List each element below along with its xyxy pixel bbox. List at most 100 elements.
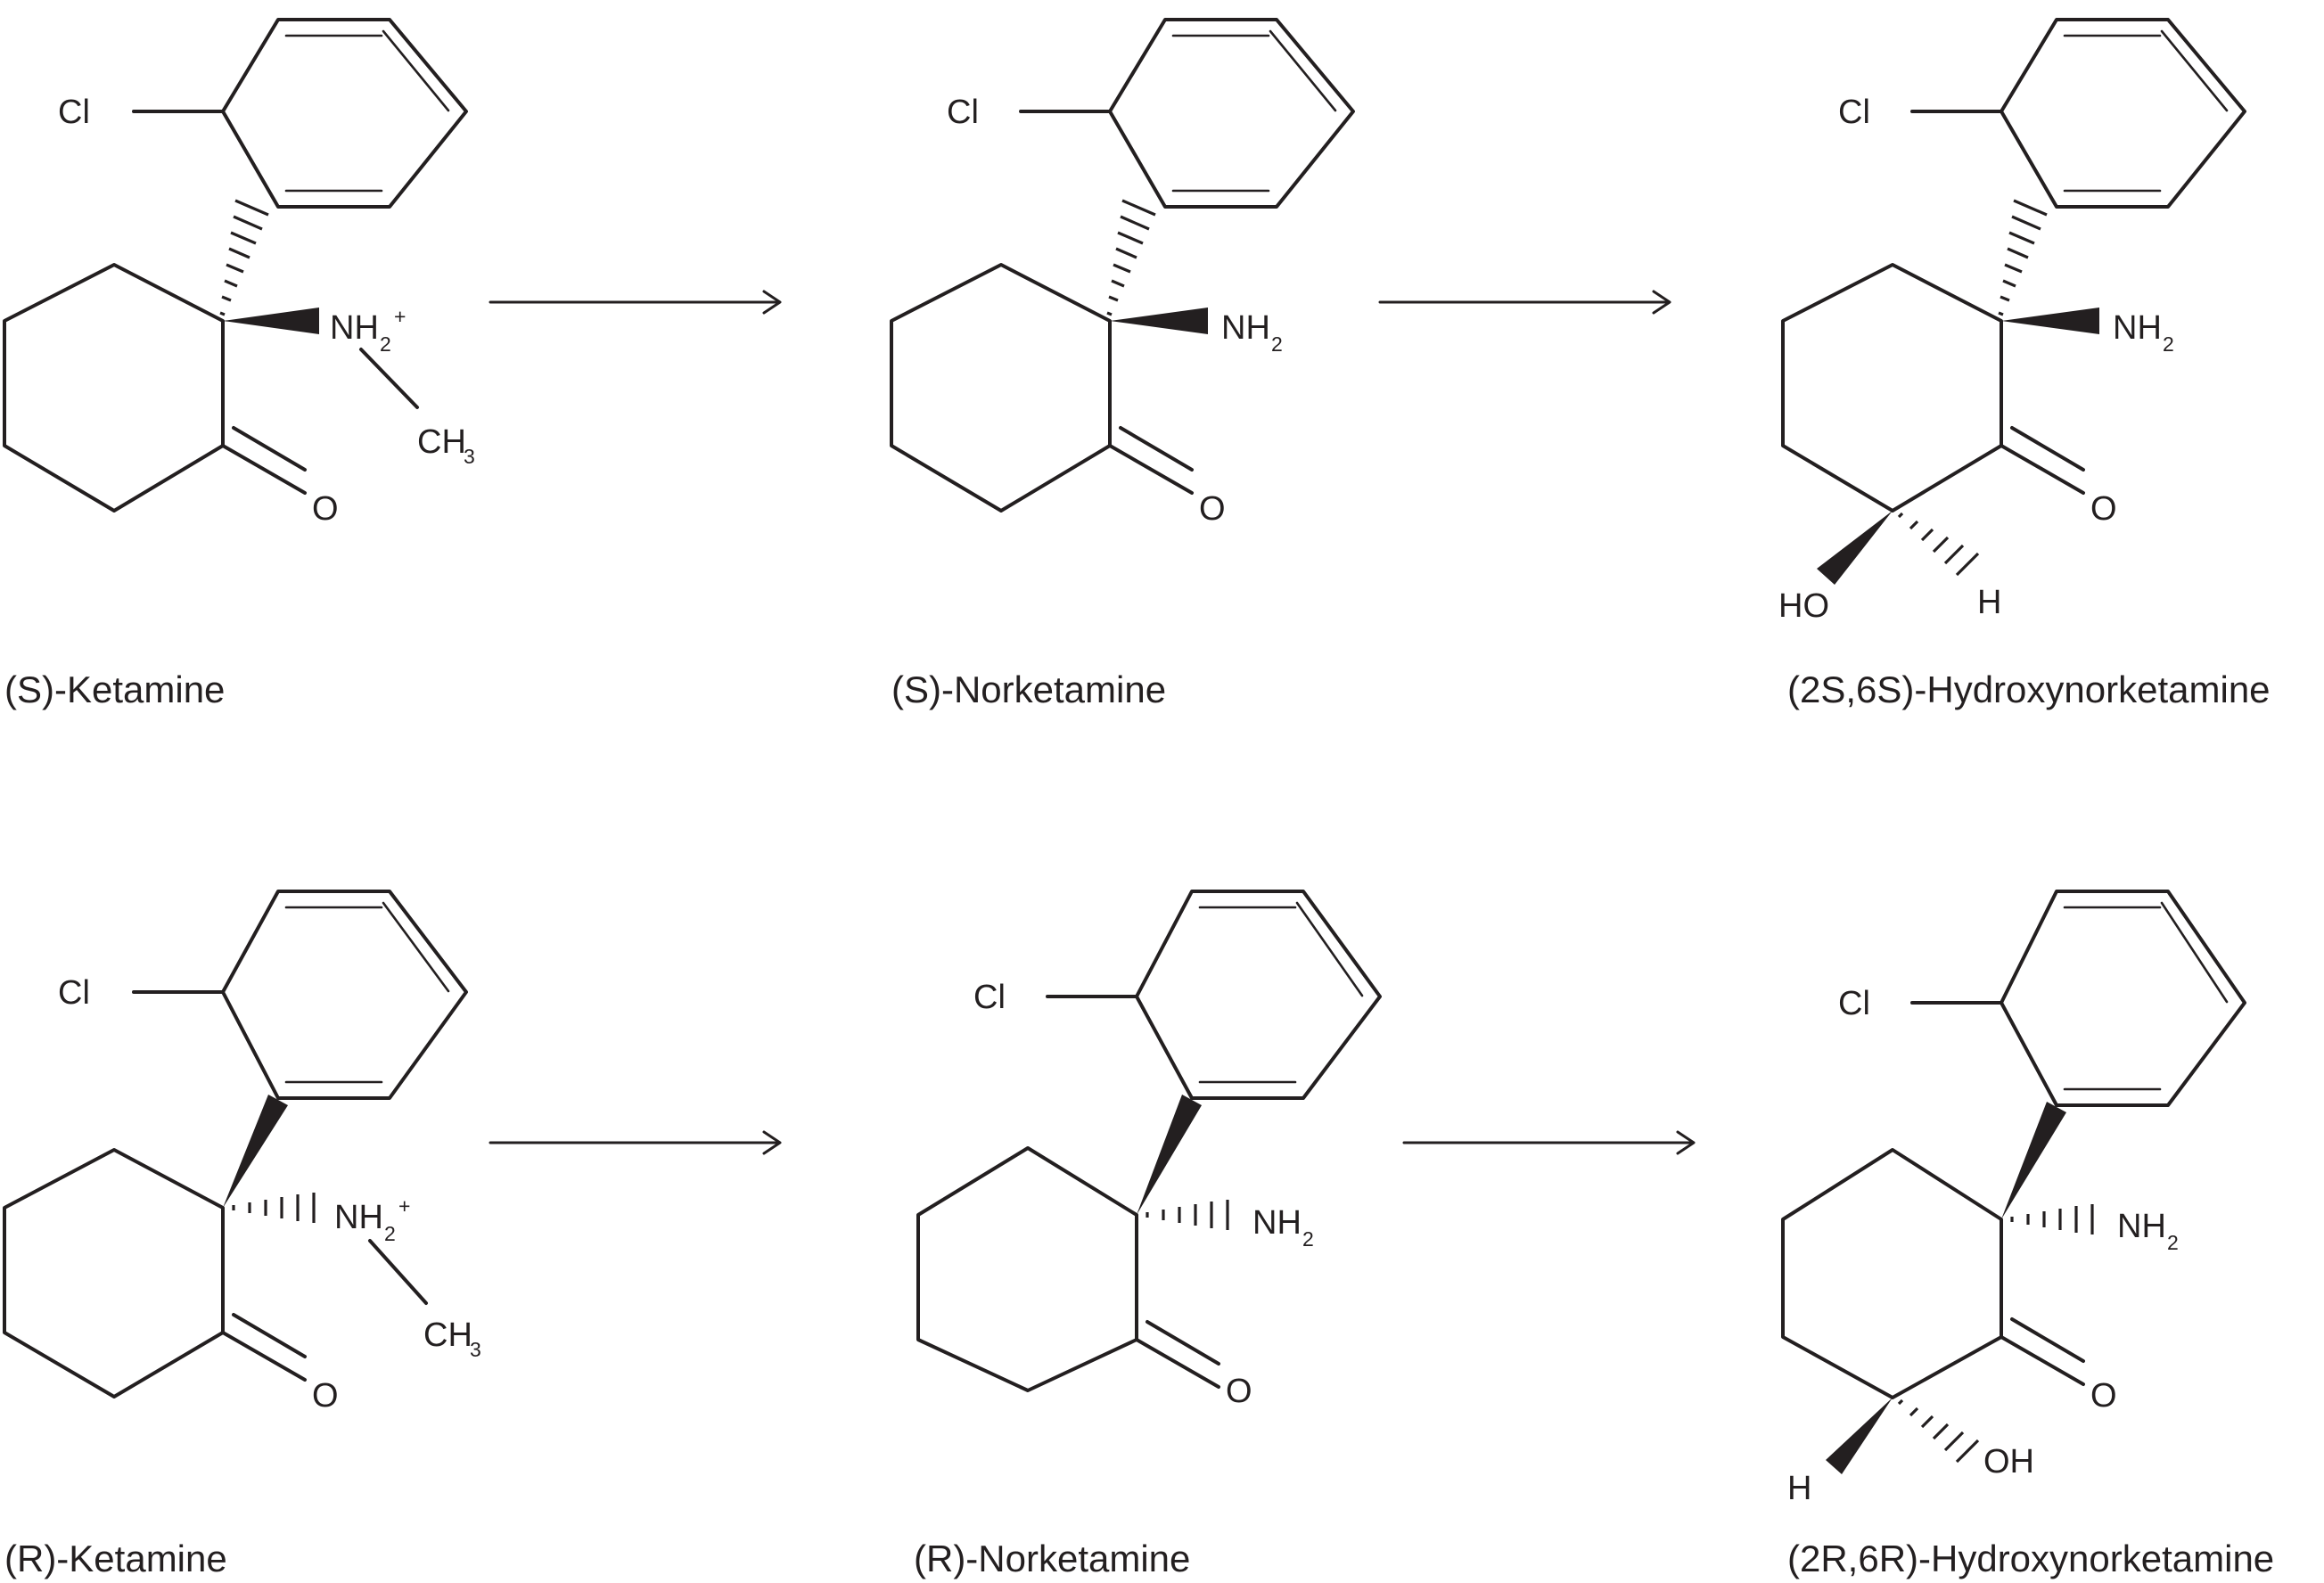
oxygen-label: O xyxy=(312,490,339,528)
cyclohexanone-ring xyxy=(1781,1148,2003,1399)
cyclohexanone-ring xyxy=(3,263,225,513)
aromatic-inner-bonds xyxy=(2063,901,2229,1091)
wedge-bond-aryl xyxy=(1137,1095,1202,1215)
chlorine-label: Cl xyxy=(58,94,90,131)
wedge-bond-h xyxy=(1826,1398,1893,1474)
carbonyl-bond-2 xyxy=(1146,1320,1220,1366)
caption-2s6s-hydroxynorketamine: (2S,6S)-Hydroxynorketamine xyxy=(1787,668,2271,710)
carbonyl-bond-1 xyxy=(221,444,307,495)
wedge-bond-nh2 xyxy=(1110,308,1208,334)
chlorine-label: Cl xyxy=(947,94,979,131)
molecule-2r6r-hydroxynorketamine: Cl NH 2 O H OH xyxy=(1781,890,2246,1507)
hydrogen-label: H xyxy=(1977,584,2001,621)
chlorophenyl-ring xyxy=(1135,890,1382,1100)
wedge-bond-oh xyxy=(1817,511,1893,585)
caption-r-ketamine: (R)-Ketamine xyxy=(4,1538,227,1579)
aromatic-inner-bonds xyxy=(284,29,450,193)
ch3-label: CH xyxy=(417,423,466,461)
reaction-arrow-bottom-1 xyxy=(489,1130,782,1155)
chlorophenyl-ring xyxy=(221,890,468,1100)
nh-subscript: 2 xyxy=(384,1222,396,1245)
hydroxyl-label: OH xyxy=(1983,1443,2034,1480)
caption-2r6r-hydroxynorketamine: (2R,6R)-Hydroxynorketamine xyxy=(1787,1538,2274,1579)
cyclohexanone-ring xyxy=(3,1148,225,1398)
chlorine-label: Cl xyxy=(1838,94,1870,131)
nh2-label: NH xyxy=(2117,1208,2166,1245)
nh2-subscript: 2 xyxy=(2167,1231,2179,1254)
cyclohexanone-ring xyxy=(1781,263,2003,513)
molecule-2s6s-hydroxynorketamine: Cl NH 2 O HO H xyxy=(1778,18,2246,625)
nh-subscript: 2 xyxy=(380,332,391,356)
wedge-bond-nh2 xyxy=(2001,308,2099,334)
nh2-subscript: 2 xyxy=(1302,1227,1314,1251)
oxygen-label: O xyxy=(1199,490,1226,528)
hashed-bond-aryl xyxy=(219,199,269,316)
hashed-bond-nh xyxy=(232,1193,316,1223)
aromatic-inner-bonds xyxy=(1198,901,1364,1084)
chlorophenyl-ring xyxy=(1108,18,1355,209)
hydroxyl-label: HO xyxy=(1778,587,1829,625)
nh2-label: NH xyxy=(1252,1204,1302,1242)
oxygen-label: O xyxy=(1226,1373,1252,1410)
nh-label: NH xyxy=(334,1199,383,1236)
nh2-subscript: 2 xyxy=(1271,332,1283,356)
chlorine-label: Cl xyxy=(973,979,1006,1016)
carbonyl-bond-2 xyxy=(1119,426,1194,472)
chlorophenyl-ring xyxy=(221,18,468,209)
reaction-arrow-top-2 xyxy=(1378,290,1671,315)
hashed-bond-aryl xyxy=(1998,199,2048,316)
hashed-bond-nh2 xyxy=(1146,1200,1229,1230)
hydrogen-label: H xyxy=(1787,1470,1811,1507)
oxygen-label: O xyxy=(2090,1377,2117,1415)
wedge-bond-aryl xyxy=(2001,1102,2066,1219)
chlorophenyl-ring xyxy=(2000,890,2246,1107)
carbonyl-bond-1 xyxy=(2000,444,2085,495)
nh-label: NH xyxy=(330,309,379,347)
carbonyl-bond-1 xyxy=(1135,1338,1220,1389)
nh2-subscript: 2 xyxy=(2163,332,2174,356)
molecule-r-norketamine: Cl NH 2 O xyxy=(916,890,1382,1410)
caption-r-norketamine: (R)-Norketamine xyxy=(914,1538,1190,1579)
nh2-label: NH xyxy=(2113,309,2162,347)
cyclohexanone-ring xyxy=(916,1146,1138,1392)
nh2-label: NH xyxy=(1221,309,1270,347)
molecule-r-ketamine: Cl NH 2 + CH 3 O xyxy=(3,890,481,1415)
hashed-bond-h xyxy=(1897,512,1980,577)
cyclohexanone-ring xyxy=(890,263,1112,513)
carbonyl-bond-1 xyxy=(1108,444,1194,495)
carbonyl-bond-2 xyxy=(232,426,307,472)
carbonyl-bond-2 xyxy=(2010,1317,2085,1363)
wedge-bond-aryl xyxy=(223,1095,288,1208)
reaction-arrow-bottom-2 xyxy=(1402,1130,1696,1155)
oxygen-label: O xyxy=(2090,490,2117,528)
carbonyl-bond-1 xyxy=(2000,1335,2085,1386)
carbonyl-bond-1 xyxy=(221,1331,307,1382)
nh-charge: + xyxy=(398,1194,410,1218)
aromatic-inner-bonds xyxy=(2063,29,2229,193)
n-methyl-bond xyxy=(359,348,419,409)
hashed-bond-nh2 xyxy=(2010,1204,2094,1234)
caption-s-norketamine: (S)-Norketamine xyxy=(891,668,1166,710)
hashed-bond-aryl xyxy=(1106,199,1156,316)
carbonyl-bond-2 xyxy=(232,1313,307,1358)
chlorine-label: Cl xyxy=(1838,985,1870,1022)
chlorine-label: Cl xyxy=(58,974,90,1012)
reaction-arrow-top-1 xyxy=(489,290,782,315)
hashed-bond-oh xyxy=(1897,1398,1980,1464)
caption-s-ketamine: (S)-Ketamine xyxy=(4,668,225,710)
ch3-subscript: 3 xyxy=(464,445,475,468)
wedge-bond-nh xyxy=(223,308,319,334)
n-methyl-bond xyxy=(368,1239,428,1305)
nh-charge: + xyxy=(394,305,406,328)
carbonyl-bond-2 xyxy=(2010,426,2085,472)
molecule-s-norketamine: Cl NH 2 O xyxy=(890,18,1355,528)
chlorophenyl-ring xyxy=(2000,18,2246,209)
aromatic-inner-bonds xyxy=(1171,29,1337,193)
molecule-s-ketamine: Cl NH 2 + CH 3 O xyxy=(3,18,475,528)
ch3-label: CH xyxy=(423,1316,472,1354)
ch3-subscript: 3 xyxy=(470,1338,481,1361)
oxygen-label: O xyxy=(312,1377,339,1415)
aromatic-inner-bonds xyxy=(284,901,450,1084)
